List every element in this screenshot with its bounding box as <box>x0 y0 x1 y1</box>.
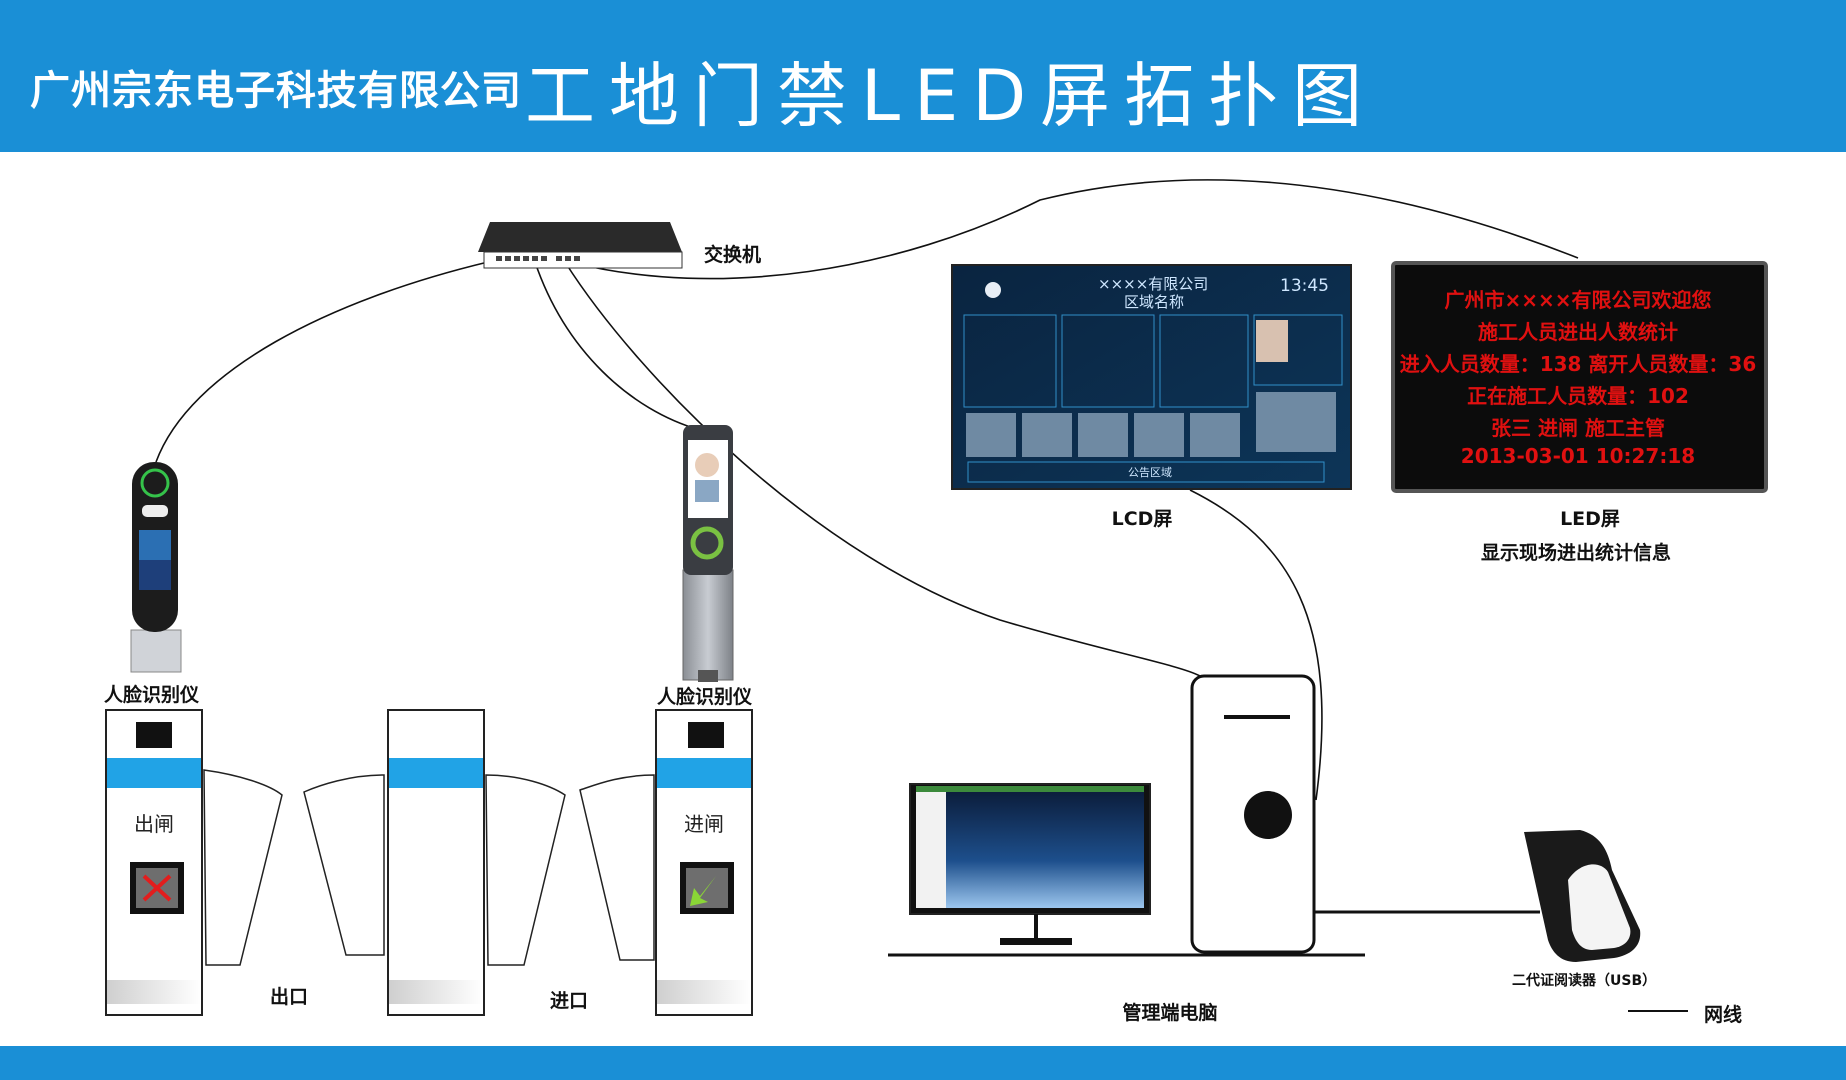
gate-left <box>105 709 283 1016</box>
face-device-left <box>130 462 182 673</box>
led-line-latest-person: 张三 进闸 施工主管 <box>1491 416 1665 440</box>
led-sublabel: 显示现场进出统计信息 <box>1480 542 1672 564</box>
cable-switch-to-pc <box>564 261 1201 677</box>
led-label: LED屏 <box>1560 508 1620 530</box>
lcd-label: LCD屏 <box>1111 508 1173 530</box>
cable-switch-to-right-face <box>534 261 701 431</box>
page-title: 工地门禁LED屏拓扑图 <box>525 55 1377 137</box>
switch-label: 交换机 <box>704 244 762 266</box>
cable-lcd-to-pc <box>1189 489 1323 801</box>
exit-label: 出口 <box>270 986 309 1008</box>
lcd-screen-company: ××××有限公司 <box>1098 275 1209 293</box>
face-device-left-label: 人脸识别仪 <box>104 684 200 706</box>
legend-cable-line <box>1628 1010 1688 1012</box>
led-line-in-out-count: 进入人员数量：138 离开人员数量：36 <box>1399 352 1757 376</box>
led-line-stats-title: 施工人员进出人数统计 <box>1478 320 1678 344</box>
gate-right <box>579 709 753 1016</box>
face-device-right <box>682 425 734 682</box>
management-computer <box>888 674 1540 957</box>
lcd-screen-area: 区域名称 <box>1124 293 1185 311</box>
company-name: 广州宗东电子科技有限公司 <box>30 68 522 114</box>
gate-right-text: 进闸 <box>684 812 724 836</box>
network-cables <box>155 179 1579 801</box>
header-banner: 广州宗东电子科技有限公司 工地门禁LED屏拓扑图 <box>0 0 1846 152</box>
footer-bar <box>0 1046 1846 1080</box>
legend-label: 网线 <box>1704 1004 1743 1026</box>
id-card-reader <box>1524 830 1641 962</box>
cable-switch-to-left-face <box>155 261 489 463</box>
lcd-screen-footer: 公告区域 <box>1128 466 1172 479</box>
network-switch <box>478 222 683 269</box>
entry-label: 进口 <box>550 990 589 1012</box>
led-line-working-count: 正在施工人员数量：102 <box>1467 384 1689 408</box>
lcd-screen <box>951 264 1352 490</box>
face-device-right-label: 人脸识别仪 <box>657 686 753 708</box>
led-screen <box>1391 261 1768 493</box>
lcd-screen-time: 13:45 <box>1280 276 1329 296</box>
gate-middle <box>303 709 566 1016</box>
led-line-welcome: 广州市××××有限公司欢迎您 <box>1444 288 1712 312</box>
led-line-timestamp: 2013-03-01 10:27:18 <box>1460 444 1696 468</box>
cable-switch-to-led <box>569 179 1579 280</box>
reader-label: 二代证阅读器（USB） <box>1512 973 1657 989</box>
computer-label: 管理端电脑 <box>1122 1002 1218 1024</box>
gate-left-text: 出闸 <box>134 812 174 836</box>
